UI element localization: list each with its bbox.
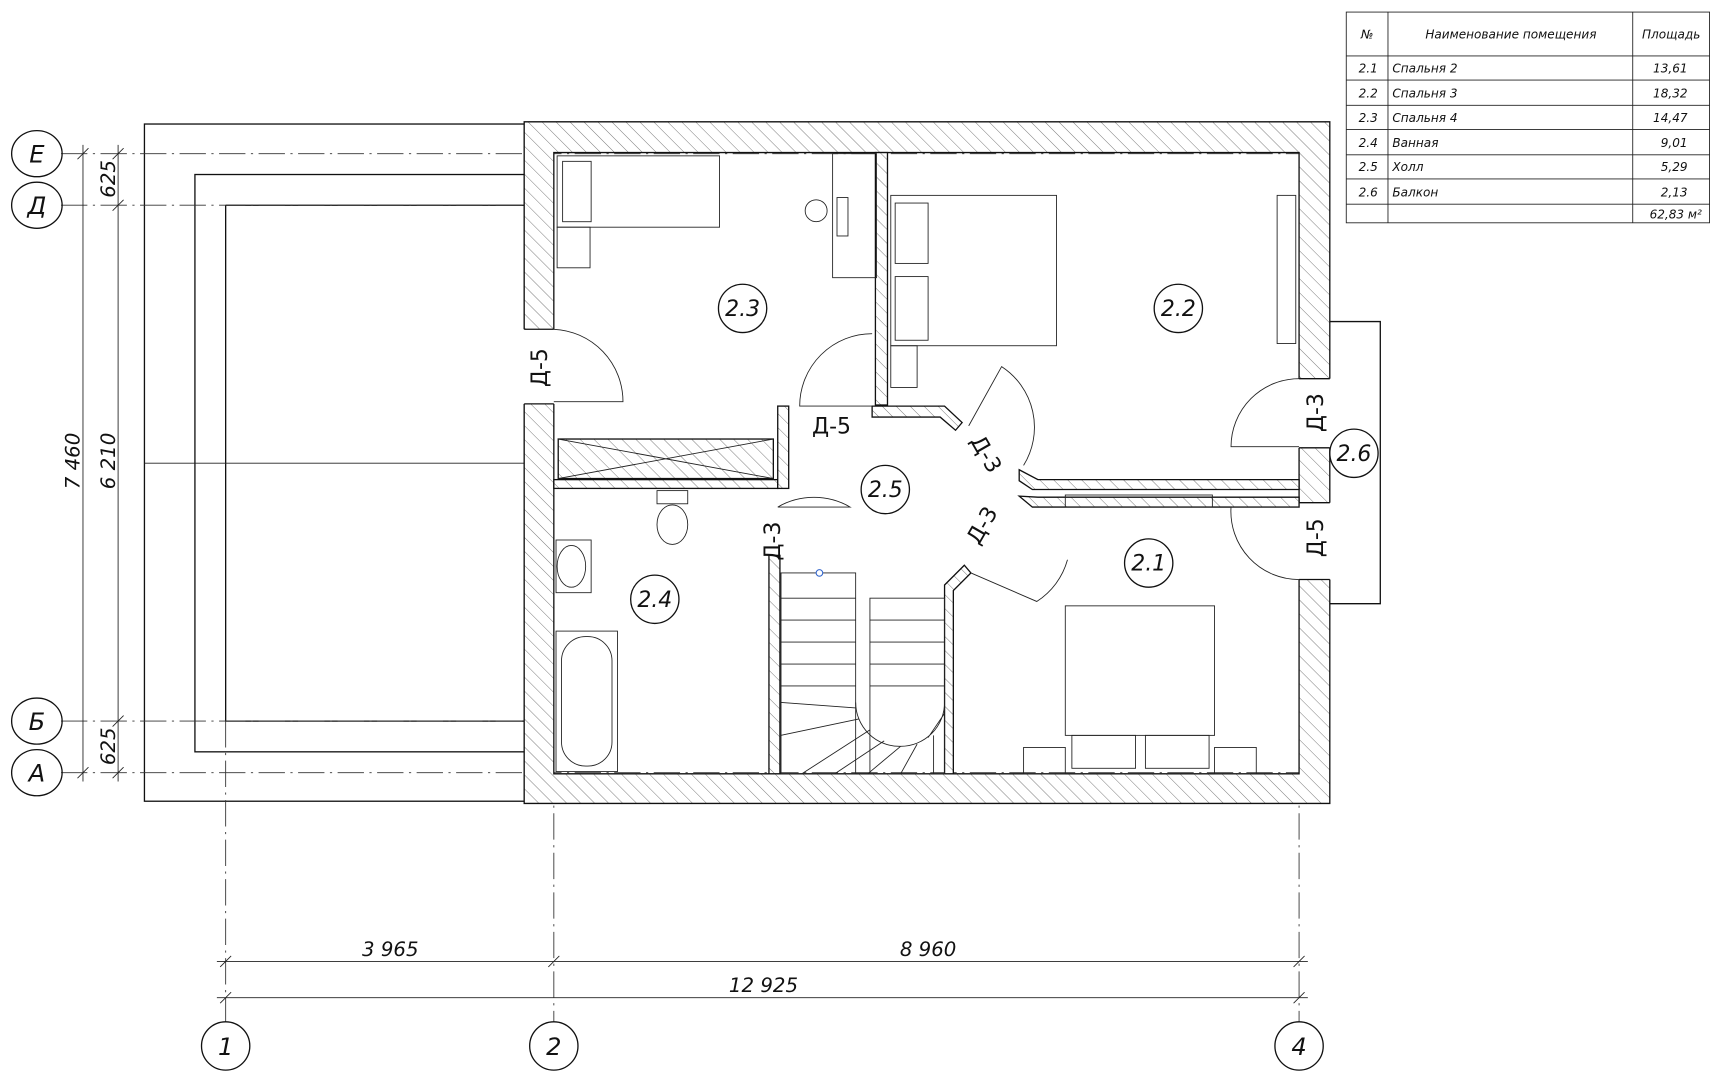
axis-label-a: А: [27, 759, 46, 787]
door-label-d5-hall: Д-5: [812, 415, 851, 440]
staircase: [780, 569, 945, 775]
axis-label-4: 4: [1291, 1033, 1306, 1061]
row-name: Балкон: [1392, 185, 1438, 199]
room-2-2: 2.2: [1161, 297, 1196, 322]
dim-7460: 7 460: [62, 433, 85, 490]
table-header-name: Наименование помещения: [1425, 27, 1596, 41]
table-row: 2.5 Холл 5,29: [1359, 160, 1688, 174]
door-label-d3-bedroom2-2: Д-3: [965, 431, 1006, 477]
dim-3965: 3 965: [362, 938, 419, 961]
room-2-4: 2.4: [637, 588, 672, 613]
table-row: 2.4 Ванная 9,01: [1359, 136, 1688, 150]
furniture: [555, 153, 1297, 775]
table-row: 2.1 Спальня 2 13,61: [1359, 61, 1688, 75]
dim-625-bottom: 625: [97, 727, 120, 765]
dim-6210: 6 210: [97, 433, 120, 490]
room-markers: 2.3 2.2 2.5 2.4 2.1 2.6: [630, 283, 1379, 625]
axis-markers: Е Д Б А 1 2 4: [10, 129, 1324, 1071]
row-area: 5,29: [1661, 160, 1688, 174]
table-row: 2.6 Балкон 2,13: [1359, 185, 1688, 199]
row-name: Холл: [1391, 160, 1423, 174]
row-area: 2,13: [1661, 185, 1688, 199]
row-num: 2.4: [1359, 136, 1378, 150]
door-label-d3-balcony: Д-3: [1304, 393, 1329, 432]
row-name: Ванная: [1392, 136, 1438, 150]
dim-625-top: 625: [97, 160, 120, 198]
row-area: 9,01: [1661, 136, 1688, 150]
balcony: [1329, 320, 1381, 605]
door-label-d5-balcony: Д-5: [1304, 518, 1329, 557]
row-name: Спальня 4: [1392, 111, 1457, 125]
left-slab: [143, 123, 525, 802]
room-2-1: 2.1: [1131, 552, 1166, 577]
table-header-area: Площадь: [1642, 27, 1700, 41]
grid-axes: [61, 153, 1300, 1022]
axis-label-b: Б: [29, 708, 46, 736]
axis-label-1: 1: [218, 1033, 233, 1061]
row-num: 2.2: [1359, 87, 1378, 101]
room-2-6: 2.6: [1337, 442, 1372, 467]
table-row: 2.2 Спальня 3 18,32: [1359, 87, 1688, 101]
door-label-d3-bath: Д-3: [761, 522, 786, 561]
row-area: 18,32: [1653, 87, 1688, 101]
row-name: Спальня 2: [1392, 61, 1457, 75]
row-num: 2.3: [1359, 111, 1378, 125]
axis-label-e: Е: [29, 140, 45, 168]
room-2-5: 2.5: [868, 478, 903, 503]
row-num: 2.1: [1359, 61, 1378, 75]
table-row: 2.3 Спальня 4 14,47: [1359, 111, 1688, 125]
row-area: 14,47: [1653, 111, 1688, 125]
door-label-d5-left: Д-5: [528, 348, 553, 387]
exterior-walls: [523, 121, 1331, 805]
door-swings: [553, 328, 1300, 602]
table-total: 62,83 м²: [1650, 207, 1702, 221]
row-num: 2.6: [1359, 185, 1379, 199]
table-header-num: №: [1360, 27, 1374, 41]
axis-label-2: 2: [546, 1033, 561, 1061]
row-area: 13,61: [1653, 61, 1688, 75]
dim-8960: 8 960: [900, 938, 957, 961]
row-name: Спальня 3: [1392, 87, 1457, 101]
dimensions: 7 460 6 210 625 625 3 965 8 960 12 925: [62, 144, 1308, 1004]
dim-12925: 12 925: [729, 974, 798, 997]
room-2-3: 2.3: [725, 297, 760, 322]
axis-label-d: Д: [26, 192, 46, 220]
interior-walls: [553, 151, 1300, 775]
row-num: 2.5: [1359, 160, 1379, 174]
door-label-d3-bedroom2-1: Д-3: [962, 503, 1003, 549]
